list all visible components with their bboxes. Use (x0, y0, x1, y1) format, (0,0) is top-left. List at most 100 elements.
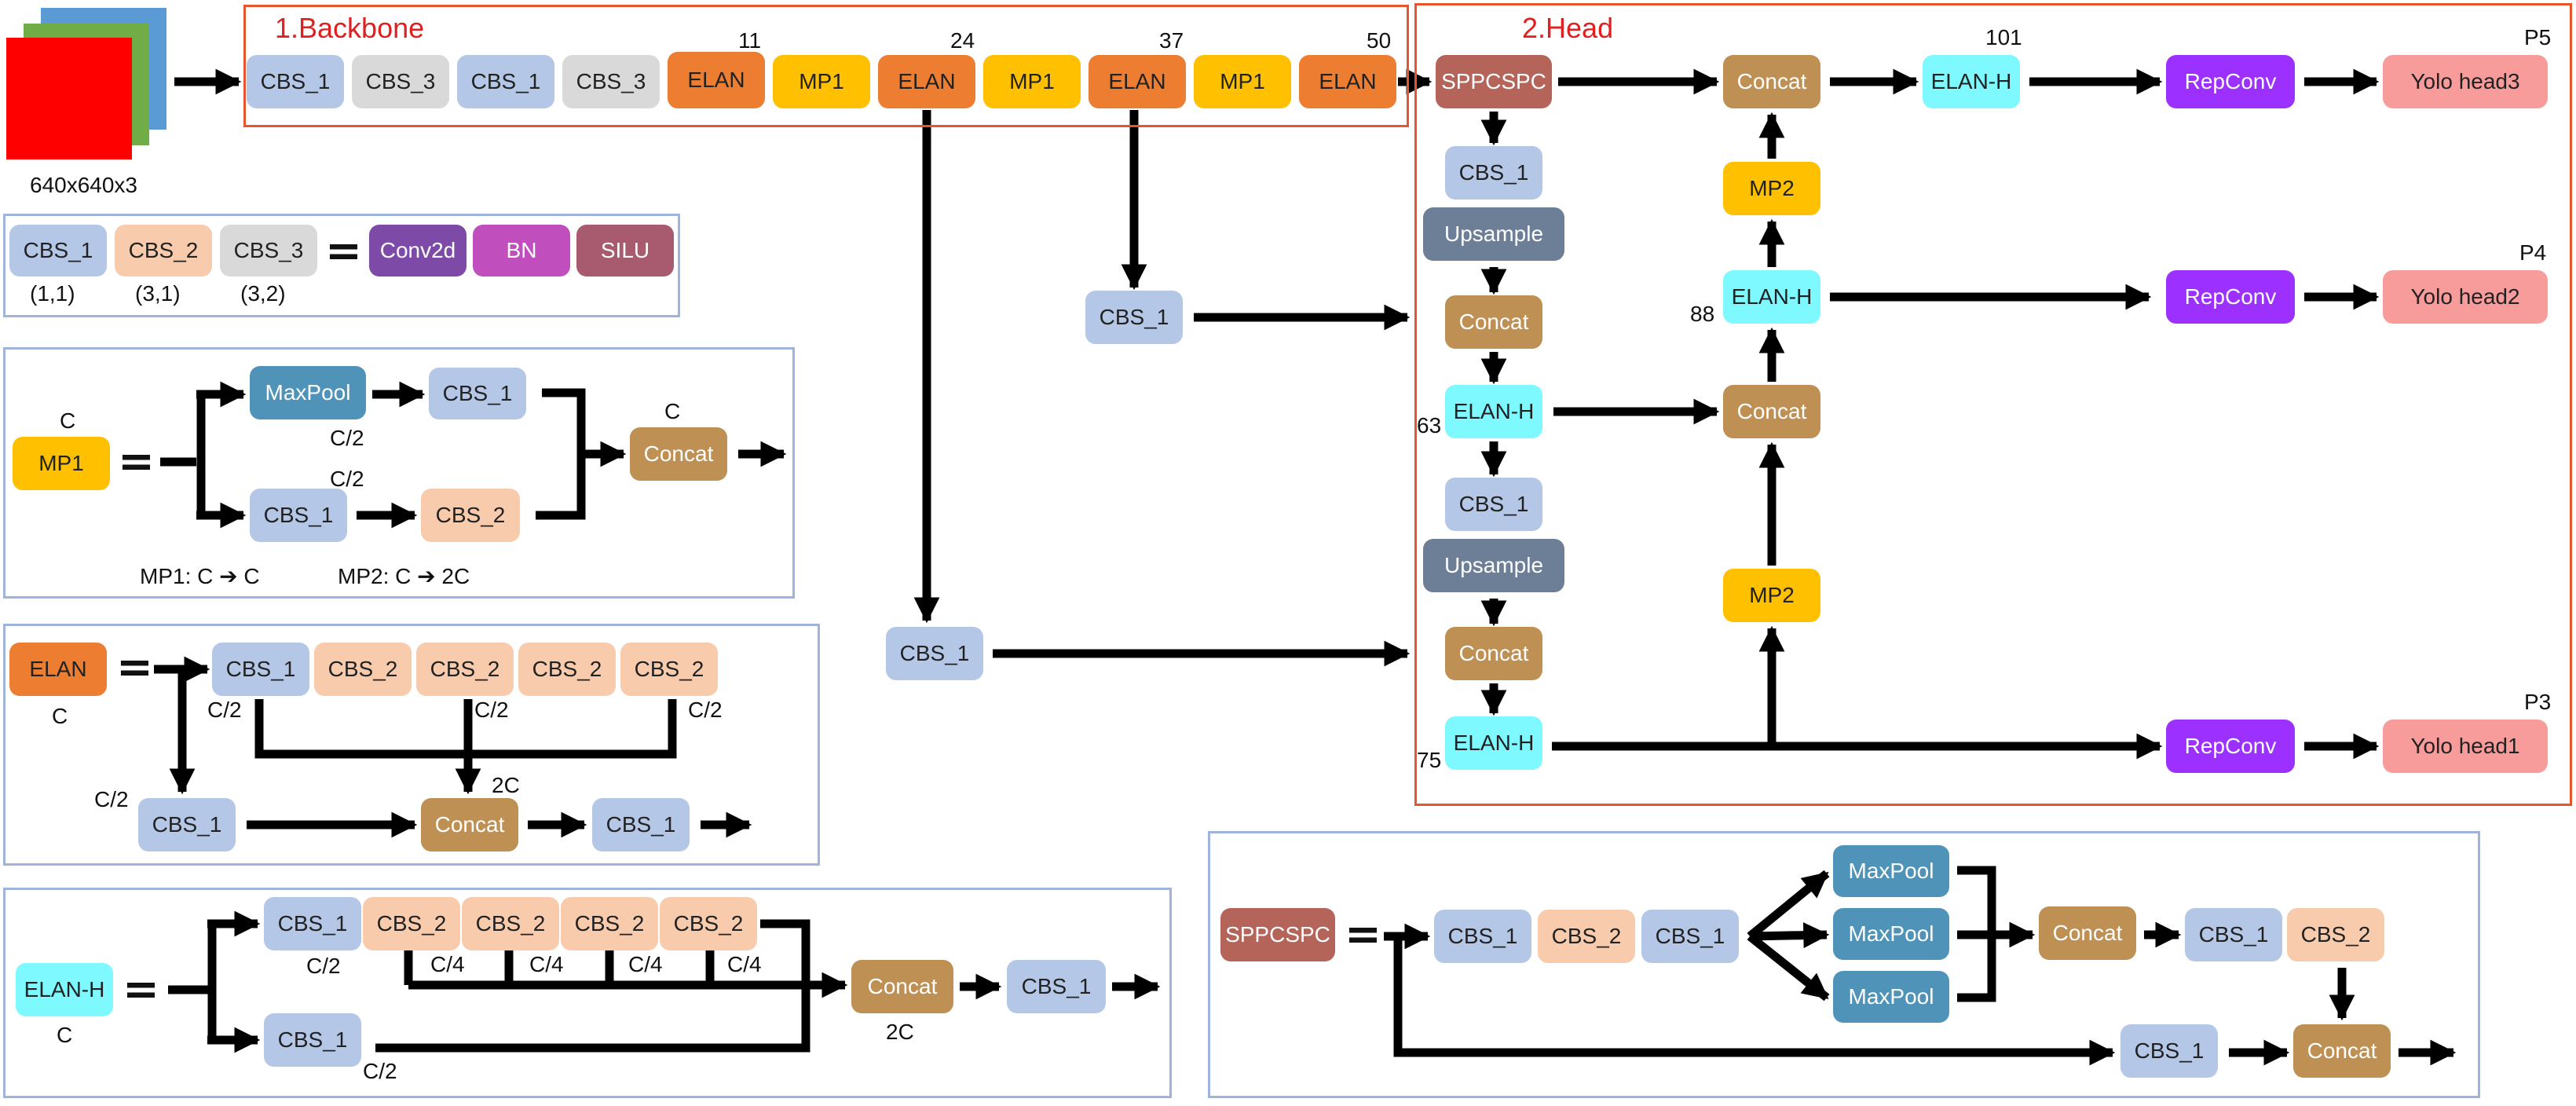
head-mp2-upper: MP2 (1723, 162, 1820, 215)
elanh-cbs2-c: CBS_2 (561, 897, 658, 950)
elan-block-elan: ELAN (9, 643, 107, 696)
mp-label-c2-top: C/2 (330, 426, 364, 450)
elanh-input-channels: C (57, 1023, 73, 1047)
head-title: 2.Head (1522, 12, 1614, 44)
legend-cbs3-kernel: (3,2) (240, 281, 286, 306)
spp-maxpool-middle: MaxPool (1833, 908, 1949, 960)
connector-58 (1747, 932, 1830, 1002)
head-yolo-head1: Yolo head1 (2383, 720, 2548, 773)
elan-cbs2-c: CBS_2 (518, 643, 616, 696)
mp-input-channels: C (60, 408, 76, 433)
elan-label-2c: 2C (492, 773, 520, 797)
head-frame (1414, 3, 2572, 806)
elanh-block-elanh: ELAN-H (16, 963, 113, 1016)
backbone-title: 1.Backbone (275, 12, 425, 44)
backbone-node-5-elan: ELAN (668, 52, 765, 108)
spp-block-sppcspc: SPPCSPC (1220, 908, 1335, 961)
backbone-node-2-cbs3: CBS_3 (352, 55, 449, 108)
mp-maxpool: MaxPool (250, 366, 366, 419)
connector-56 (1747, 870, 1830, 940)
backbone-index-11: 11 (738, 28, 762, 53)
head-index-63: 63 (1417, 413, 1442, 438)
elan-label-c2-d: C/2 (94, 787, 129, 811)
elanh-cbs2-b: CBS_2 (462, 897, 559, 950)
head-mp2-lower: MP2 (1723, 569, 1820, 622)
head-repconv-p3: RepConv (2166, 720, 2295, 773)
mp-label-c2-bottom: C/2 (330, 467, 364, 491)
mp-note-mp1: MP1: C ➔ C (140, 564, 260, 588)
elan-label-c2-a: C/2 (207, 698, 242, 722)
elanh-cbs1-top: CBS_1 (264, 897, 361, 950)
mp-note-mp2: MP2: C ➔ 2C (338, 564, 470, 588)
legend-cbs2: CBS_2 (115, 225, 212, 276)
head-concat-top: Concat (1723, 55, 1820, 108)
elan-cbs1-top: CBS_1 (212, 643, 309, 696)
elan-cbs2-d: CBS_2 (620, 643, 718, 696)
head-elanh-75: ELAN-H (1445, 716, 1542, 770)
elanh-label-c4-c: C/4 (628, 952, 663, 976)
mp-block-frame (3, 347, 795, 599)
head-elanh-63: ELAN-H (1445, 385, 1542, 438)
elan-label-c2-c: C/2 (688, 698, 723, 722)
elan-block-frame (3, 624, 820, 866)
head-elanh-88: ELAN-H (1723, 270, 1820, 324)
elan-label-c2-b: C/2 (474, 698, 509, 722)
side-node-cbs1-from-24: CBS_1 (886, 627, 983, 680)
spp-maxpool-top: MaxPool (1833, 845, 1949, 897)
mp-output-channels: C (664, 399, 681, 423)
head-index-88: 88 (1690, 302, 1715, 326)
mp-equals-sign: = (118, 436, 155, 487)
legend-cbs2-kernel: (3,1) (135, 281, 181, 306)
mp-cbs2: CBS_2 (421, 489, 520, 542)
elanh-concat: Concat (851, 960, 953, 1013)
connector-51 (375, 919, 810, 1053)
elanh-label-c4-b: C/4 (529, 952, 564, 976)
head-yolo-head2: Yolo head2 (2383, 270, 2548, 324)
spp-cbs1-a: CBS_1 (1434, 910, 1531, 963)
input-size-label: 640x640x3 (30, 173, 138, 197)
connector-55 (1393, 936, 2116, 1066)
spp-cbs2-a: CBS_2 (1538, 910, 1635, 963)
elanh-block-frame (3, 888, 1172, 1098)
backbone-node-6-mp1: MP1 (773, 55, 870, 108)
backbone-frame (243, 5, 1409, 127)
head-index-75: 75 (1417, 748, 1442, 772)
side-node-cbs1-from-37: CBS_1 (1085, 291, 1183, 344)
backbone-node-3-cbs1: CBS_1 (457, 55, 554, 108)
elanh-cbs2-a: CBS_2 (363, 897, 460, 950)
elanh-cbs2-d: CBS_2 (660, 897, 757, 950)
spp-cbs1-shortcut: CBS_1 (2120, 1024, 2218, 1078)
head-concat-upper: Concat (1445, 295, 1542, 349)
elanh-equals-sign: = (123, 964, 159, 1015)
legend-conv2d: Conv2d (369, 225, 467, 276)
backbone-node-4-cbs3: CBS_3 (562, 55, 660, 108)
head-upsample-upper: Upsample (1423, 207, 1564, 261)
head-repconv-p5: RepConv (2166, 55, 2295, 108)
elanh-label-c2-bottom: C/2 (363, 1059, 397, 1083)
head-cbs1-upper: CBS_1 (1445, 146, 1542, 200)
head-sppcspc: SPPCSPC (1436, 55, 1552, 108)
spp-concat-b: Concat (2293, 1024, 2391, 1078)
head-concat-lower: Concat (1445, 627, 1542, 680)
backbone-index-24: 24 (950, 28, 975, 53)
spp-equals-sign: = (1345, 909, 1381, 960)
mp-cbs1-bottom: CBS_1 (250, 489, 347, 542)
elan-cbs1-output: CBS_1 (592, 798, 690, 851)
spp-cbs2-b: CBS_2 (2287, 908, 2384, 961)
cbs-legend-frame (3, 214, 680, 317)
connector-57 (1749, 922, 1830, 949)
backbone-node-9-elan: ELAN (1089, 55, 1186, 108)
spp-concat-a: Concat (2039, 906, 2136, 960)
elan-cbs1-bottom: CBS_1 (138, 798, 236, 851)
mp-concat: Concat (630, 427, 727, 481)
backbone-index-50: 50 (1367, 28, 1392, 53)
backbone-node-7-elan: ELAN (878, 55, 975, 108)
head-label-p5: P5 (2524, 25, 2552, 49)
head-concat-middle: Concat (1723, 385, 1820, 438)
legend-cbs1-kernel: (1,1) (30, 281, 75, 306)
spp-cbs1-b: CBS_1 (1641, 910, 1739, 963)
sppcspc-block-frame (1208, 831, 2480, 1098)
input-image-red-channel (6, 38, 132, 159)
